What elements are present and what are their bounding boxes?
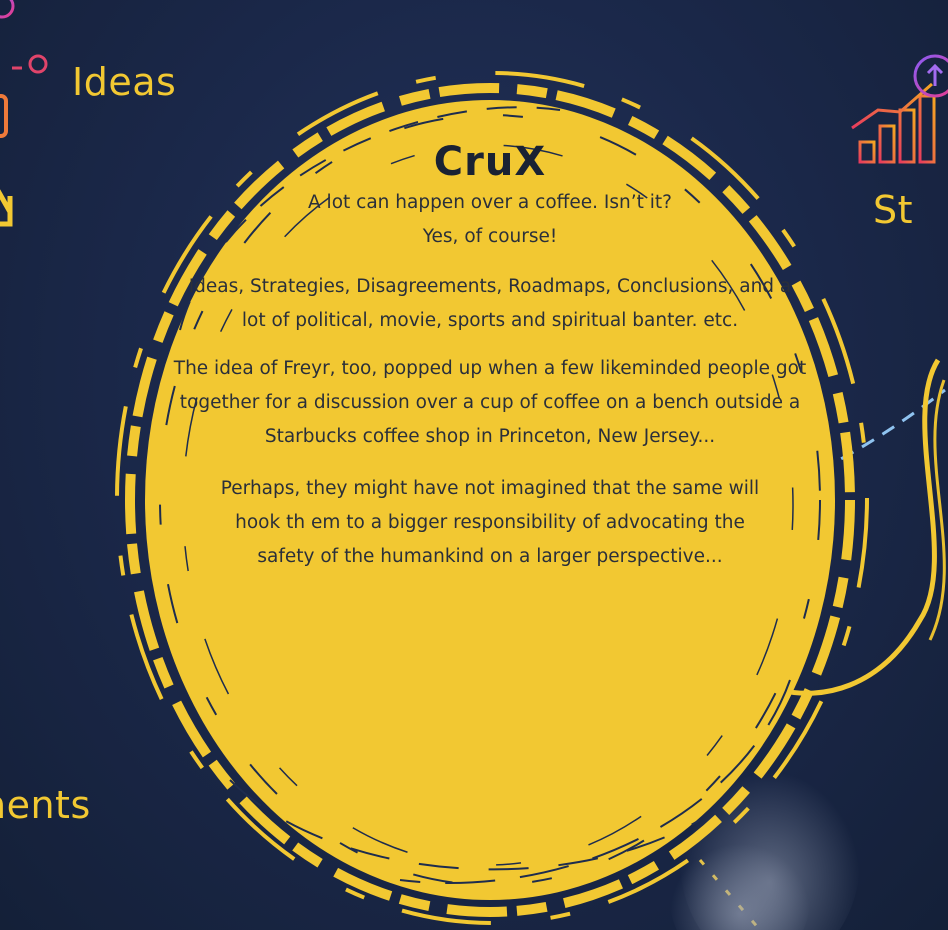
steam-icon xyxy=(670,750,860,930)
crux-lead-answer: Yes, of course! xyxy=(422,226,558,247)
crux-content: CruX A lot can happen over a coffee. Isn… xyxy=(150,110,830,830)
crux-paragraph-freyr: The idea of Freyr, too, popped up when a… xyxy=(173,358,807,447)
disagreements-label: nents xyxy=(0,783,91,827)
crux-paragraph-perhaps: Perhaps, they might have not imagined th… xyxy=(220,478,760,567)
up-arrow-circle-icon xyxy=(913,54,948,98)
ideas-label: Ideas xyxy=(72,60,177,104)
network-icon xyxy=(0,0,48,138)
crux-lead: A lot can happen over a coffee. Isn’t it… xyxy=(308,192,672,213)
crux-brush-circle xyxy=(115,71,869,925)
crux-title: CruX xyxy=(433,139,547,185)
arrow-down-right-icon xyxy=(0,189,13,227)
strategies-label: St xyxy=(873,188,914,232)
crux-paragraph-ideas: Ideas, Strategies, Disagreements, Roadma… xyxy=(188,276,792,331)
growth-chart-icon xyxy=(851,82,948,166)
